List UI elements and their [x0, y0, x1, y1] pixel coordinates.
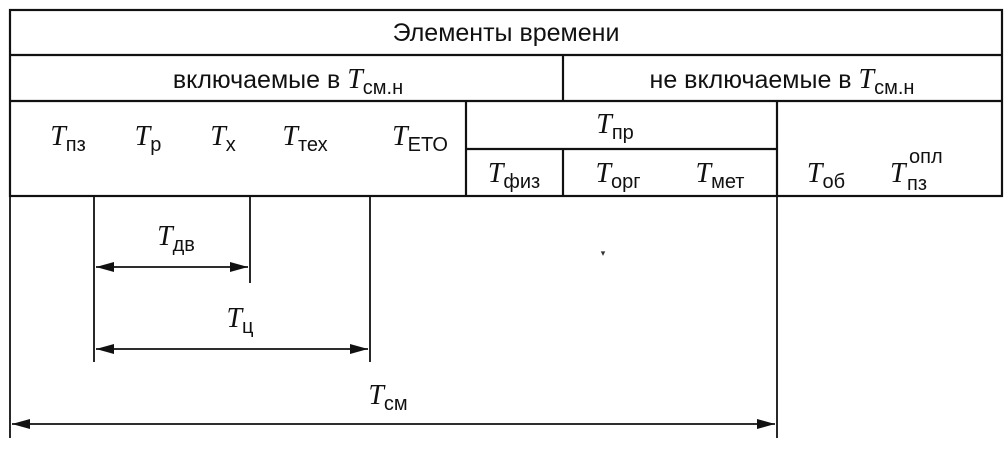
symbol-T-fiz: Tфиз	[488, 158, 540, 193]
included-header-label: включаемые в	[173, 66, 347, 94]
symbol-T-eto: TЕТО	[392, 121, 448, 156]
table-frame	[8, 8, 1004, 198]
symbol-T-met: Tмет	[696, 158, 745, 193]
svg-text:опл: опл	[909, 146, 943, 168]
label-T-dv: Tдв	[157, 221, 195, 256]
interval-arrows	[12, 262, 775, 429]
svg-text:пз: пз	[907, 173, 927, 195]
arrowhead-right-sm	[757, 419, 775, 429]
label-T-sm: Tсм	[368, 380, 407, 415]
symbol-T-tex: Tтех	[282, 121, 327, 156]
arrowhead-right-c	[350, 344, 368, 354]
table-title: Элементы времени	[393, 19, 620, 47]
included-header: включаемые в Tсм.н	[173, 64, 403, 99]
symbol-T-pz: Tпз	[50, 121, 86, 156]
symbol-T-r: Tр	[135, 121, 162, 156]
arrowhead-right-dv	[230, 262, 248, 272]
svg-text:T: T	[890, 158, 908, 189]
arrowhead-left-sm	[12, 419, 30, 429]
excluded-header-label: не включаемые в	[650, 66, 859, 94]
excluded-header: не включаемые в Tсм.н	[650, 64, 915, 99]
arrowhead-left-dv	[96, 262, 114, 272]
stray-mark: ▾	[601, 248, 606, 258]
symbol-T-org: Tорг	[595, 158, 640, 193]
included-header-sub: см.н	[363, 77, 403, 99]
arrowhead-left-c	[96, 344, 114, 354]
label-T-c: Tц	[226, 303, 253, 338]
symbol-T-x: Tх	[210, 121, 236, 156]
symbol-T-pz-opl: T пз опл	[890, 146, 943, 195]
included-header-T: T	[347, 64, 365, 95]
excluded-header-T: T	[859, 64, 877, 95]
interval-boundaries	[9, 196, 778, 438]
symbol-T-ob: Tоб	[807, 158, 845, 193]
symbol-T-pr: Tпр	[596, 109, 634, 144]
table-grid	[8, 8, 1004, 198]
excluded-header-sub: см.н	[874, 77, 914, 99]
